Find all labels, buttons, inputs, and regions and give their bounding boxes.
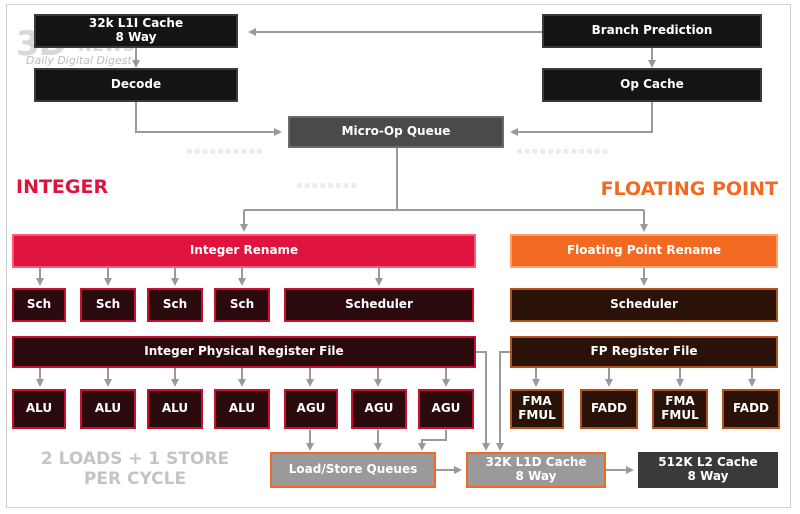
int-scheduler-agu: Scheduler	[284, 288, 474, 322]
l1i-cache-box: 32k L1I Cache 8 Way	[34, 14, 238, 48]
fp-unit-fadd-2: FADD	[722, 389, 780, 429]
agu-3: AGU	[418, 389, 474, 429]
int-scheduler-label: Sch	[26, 297, 52, 312]
l2-cache-box: 512K L2 Cache 8 Way	[638, 452, 778, 488]
fp-unit-line2: FMUL	[661, 408, 699, 422]
alu-label: ALU	[94, 401, 122, 416]
fp-rename-box: Floating Point Rename	[510, 234, 778, 268]
alu-4: ALU	[214, 389, 270, 429]
agu-2: AGU	[351, 389, 407, 429]
l2-cache-ways: 8 Way	[687, 469, 729, 483]
agu-label: AGU	[296, 401, 326, 416]
alu-label: ALU	[228, 401, 256, 416]
fp-register-file-label: FP Register File	[590, 344, 698, 359]
agu-label: AGU	[364, 401, 394, 416]
micro-op-queue-box: Micro-Op Queue	[288, 116, 504, 148]
integer-heading: INTEGER	[16, 176, 109, 198]
int-scheduler-3: Sch	[147, 288, 203, 322]
fp-unit-line1: FADD	[732, 401, 770, 416]
l1d-cache-box: 32K L1D Cache 8 Way	[466, 452, 606, 488]
int-scheduler-label: Sch	[162, 297, 188, 312]
fp-rename-label: Floating Point Rename	[566, 243, 722, 258]
integer-rename-label: Integer Rename	[189, 243, 299, 258]
fp-scheduler-label: Scheduler	[610, 297, 678, 312]
faint-text: ▪▪▪▪▪▪▪▪▪▪▪▪	[516, 146, 610, 157]
loads-stores-caption: 2 LOADS + 1 STORE PER CYCLE	[30, 449, 240, 489]
fp-scheduler-box: Scheduler	[510, 288, 778, 322]
alu-3: ALU	[147, 389, 203, 429]
fp-unit-fma-fmul-1: FMA FMUL	[510, 389, 564, 429]
int-scheduler-2: Sch	[80, 288, 136, 322]
int-scheduler-label: Sch	[95, 297, 121, 312]
integer-rename-box: Integer Rename	[12, 234, 476, 268]
integer-register-file-label: Integer Physical Register File	[144, 344, 344, 359]
agu-label: AGU	[431, 401, 461, 416]
fp-unit-line1: FADD	[590, 401, 628, 416]
op-cache-box: Op Cache	[542, 68, 762, 102]
l1d-cache-ways: 8 Way	[515, 469, 557, 483]
diagram-border	[6, 4, 791, 508]
loads-caption-line1: 2 LOADS + 1 STORE	[40, 449, 230, 469]
load-store-queues-label: Load/Store Queues	[288, 462, 418, 477]
fp-unit-fma-fmul-2: FMA FMUL	[652, 389, 708, 429]
alu-label: ALU	[161, 401, 189, 416]
fp-register-file: FP Register File	[510, 336, 778, 368]
alu-2: ALU	[80, 389, 136, 429]
int-scheduler-agu-label: Scheduler	[345, 297, 413, 312]
fp-unit-line1: FMA	[665, 394, 695, 409]
l2-cache-label: 512K L2 Cache	[658, 455, 758, 470]
int-scheduler-4: Sch	[214, 288, 270, 322]
l1i-cache-label: 32k L1I Cache	[88, 16, 184, 31]
int-scheduler-1: Sch	[12, 288, 66, 322]
agu-1: AGU	[284, 389, 338, 429]
alu-1: ALU	[12, 389, 66, 429]
faint-text: ▪▪▪▪▪▪▪▪	[296, 180, 359, 191]
l1i-cache-ways: 8 Way	[115, 30, 157, 44]
floating-point-heading: FLOATING POINT	[600, 178, 778, 200]
integer-register-file: Integer Physical Register File	[12, 336, 476, 368]
op-cache-label: Op Cache	[620, 77, 684, 92]
fp-unit-line1: FMA	[522, 394, 552, 409]
decode-label: Decode	[110, 77, 162, 92]
micro-op-queue-label: Micro-Op Queue	[341, 124, 451, 139]
loads-caption-line2: PER CYCLE	[83, 469, 187, 489]
branch-prediction-box: Branch Prediction	[542, 14, 762, 48]
alu-label: ALU	[25, 401, 53, 416]
int-scheduler-label: Sch	[229, 297, 255, 312]
faint-text: ▪▪▪▪▪▪▪▪▪▪	[186, 146, 264, 157]
watermark-tagline: Daily Digital Digest	[26, 54, 132, 67]
fp-unit-fadd-1: FADD	[580, 389, 638, 429]
decode-box: Decode	[34, 68, 238, 102]
branch-prediction-label: Branch Prediction	[591, 23, 713, 38]
fp-unit-line2: FMUL	[518, 408, 556, 422]
load-store-queues-box: Load/Store Queues	[270, 452, 436, 488]
l1d-cache-label: 32K L1D Cache	[485, 455, 587, 470]
